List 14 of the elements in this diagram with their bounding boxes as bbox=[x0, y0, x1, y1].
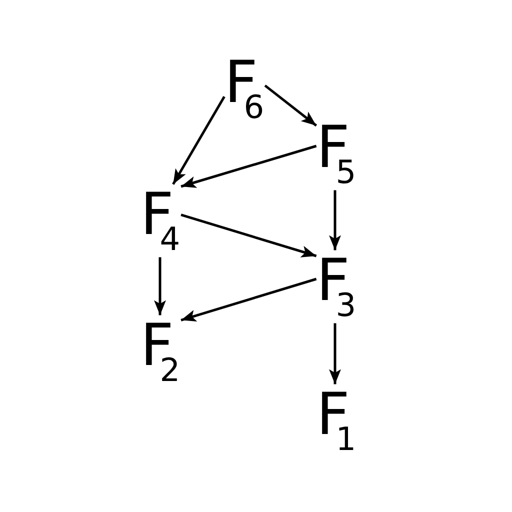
node-label: F$_{5}$ bbox=[316, 117, 358, 190]
arrow bbox=[180, 214, 317, 258]
node-label: F$_{2}$ bbox=[140, 315, 182, 388]
arrow bbox=[329, 323, 341, 384]
arrow bbox=[154, 257, 166, 316]
node-label: F$_{6}$ bbox=[224, 52, 266, 126]
arrow bbox=[180, 144, 317, 188]
arrow bbox=[329, 190, 341, 250]
arrow bbox=[264, 84, 318, 127]
node-label: F$_{1}$ bbox=[316, 384, 358, 458]
node-label: F$_{4}$ bbox=[140, 184, 182, 258]
arrow bbox=[180, 278, 317, 322]
node-label: F$_{3}$ bbox=[316, 250, 358, 324]
arrow bbox=[172, 96, 226, 185]
